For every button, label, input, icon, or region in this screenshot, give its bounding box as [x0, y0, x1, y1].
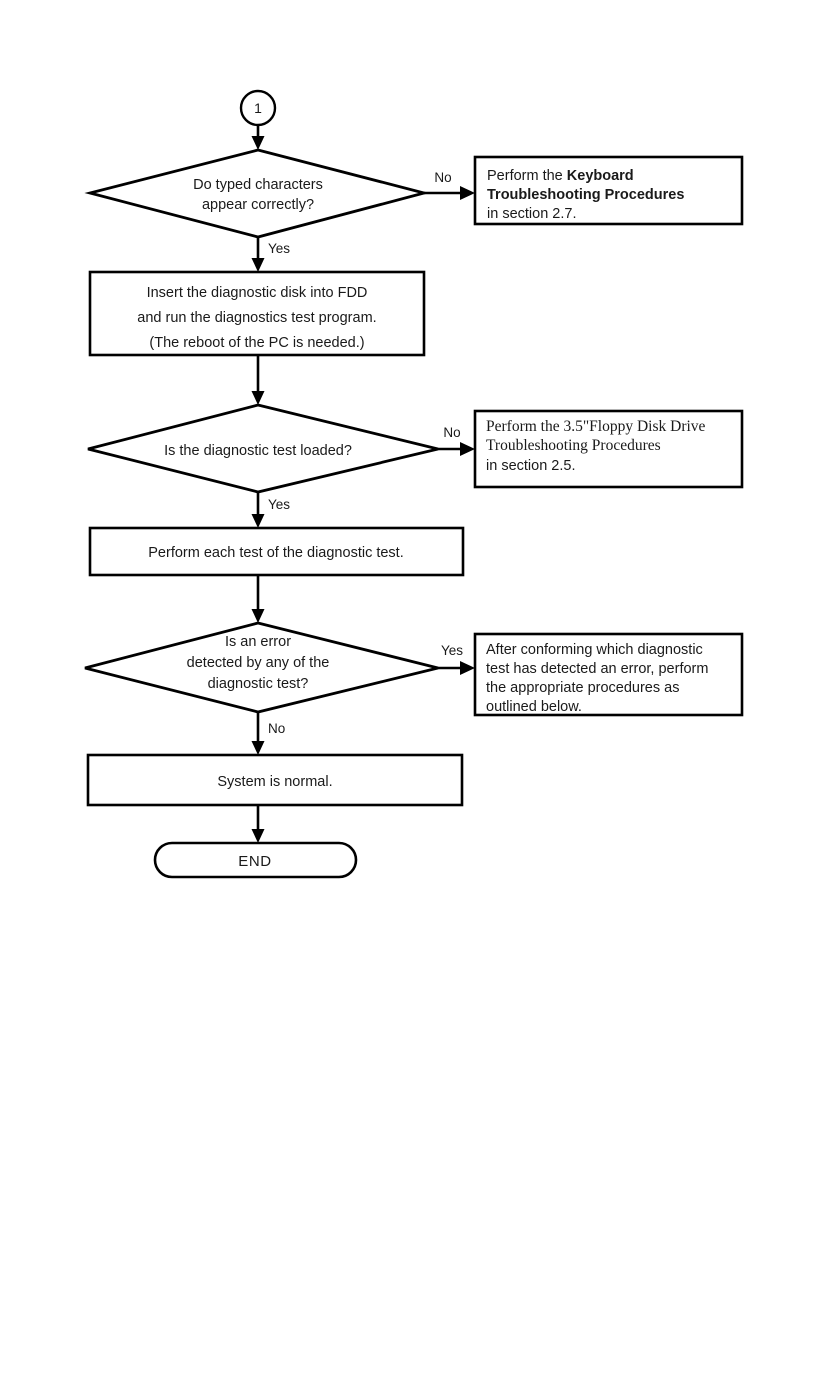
box-insert-disk-line2: and run the diagnostics test program.: [137, 310, 376, 326]
decision-error-detected-line3: diagnostic test?: [208, 676, 309, 692]
box-insert-disk-line3: (The reboot of the PC is needed.): [149, 335, 364, 351]
box-after-conforming-line2: test has detected an error, perform: [486, 661, 708, 677]
branch-label-decision2-no: No: [443, 425, 460, 440]
box-perform-each-test-line1: Perform each test of the diagnostic test…: [148, 545, 404, 561]
box-after-conforming-line3: the appropriate procedures as: [486, 680, 679, 696]
box-system-is-normal-line1: System is normal.: [217, 774, 332, 790]
box-fdd-line2: Troubleshooting Procedures: [486, 437, 661, 454]
box-fdd-line3: in section 2.5.: [486, 458, 575, 474]
decision-typed-characters: [84, 148, 430, 239]
box-perform-each-test: [88, 526, 465, 577]
box-after-conforming-line4: outlined below.: [486, 699, 582, 715]
box-fdd-procedures: [473, 409, 744, 489]
terminator-end-label: END: [238, 853, 271, 870]
terminator-end: [153, 841, 358, 879]
arrowhead-end: [251, 829, 265, 843]
decision-typed-characters-line1: Do typed characters: [193, 177, 323, 193]
arrowhead-decision3: [251, 609, 265, 623]
decision-error-detected-line2: detected by any of the: [187, 655, 330, 671]
branch-label-decision1-yes: Yes: [268, 241, 290, 256]
box-after-conforming: [473, 632, 744, 717]
arrowhead-decision2-yes: [251, 514, 265, 528]
arrowhead-decision3-yes: [460, 661, 475, 675]
decision-typed-characters-line2: appear correctly?: [202, 197, 314, 213]
arrowhead-decision1: [251, 136, 265, 150]
decision-test-loaded-line1: Is the diagnostic test loaded?: [164, 443, 352, 459]
box-insert-diagnostic-disk: [88, 270, 426, 357]
box-keyboard-line1-bold: Keyboard: [567, 168, 634, 184]
arrowhead-decision1-no: [460, 186, 475, 200]
box-fdd-line1: Perform the 3.5"Floppy Disk Drive: [486, 418, 706, 435]
arrowhead-decision2: [251, 391, 265, 405]
connector-label: 1: [254, 100, 262, 116]
box-keyboard-procedures: [473, 155, 744, 226]
box-system-is-normal: [86, 753, 464, 807]
arrowhead-decision1-yes: [251, 258, 265, 272]
branch-label-decision2-yes: Yes: [268, 497, 290, 512]
branch-label-decision1-no: No: [434, 170, 451, 185]
arrowhead-decision2-no: [460, 442, 475, 456]
box-keyboard-line3: in section 2.7.: [487, 206, 576, 222]
box-keyboard-line1: Perform the Keyboard: [487, 168, 634, 184]
decision-error-detected-line1: Is an error: [225, 634, 291, 650]
box-after-conforming-line1: After conforming which diagnostic: [486, 642, 703, 658]
box-keyboard-line2: Troubleshooting Procedures: [487, 187, 684, 203]
box-insert-disk-line1: Insert the diagnostic disk into FDD: [147, 285, 368, 301]
branch-label-decision3-no: No: [268, 721, 285, 736]
branch-label-decision3-yes: Yes: [441, 643, 463, 658]
box-keyboard-line1-plain: Perform the: [487, 168, 567, 184]
arrowhead-decision3-no: [251, 741, 265, 755]
